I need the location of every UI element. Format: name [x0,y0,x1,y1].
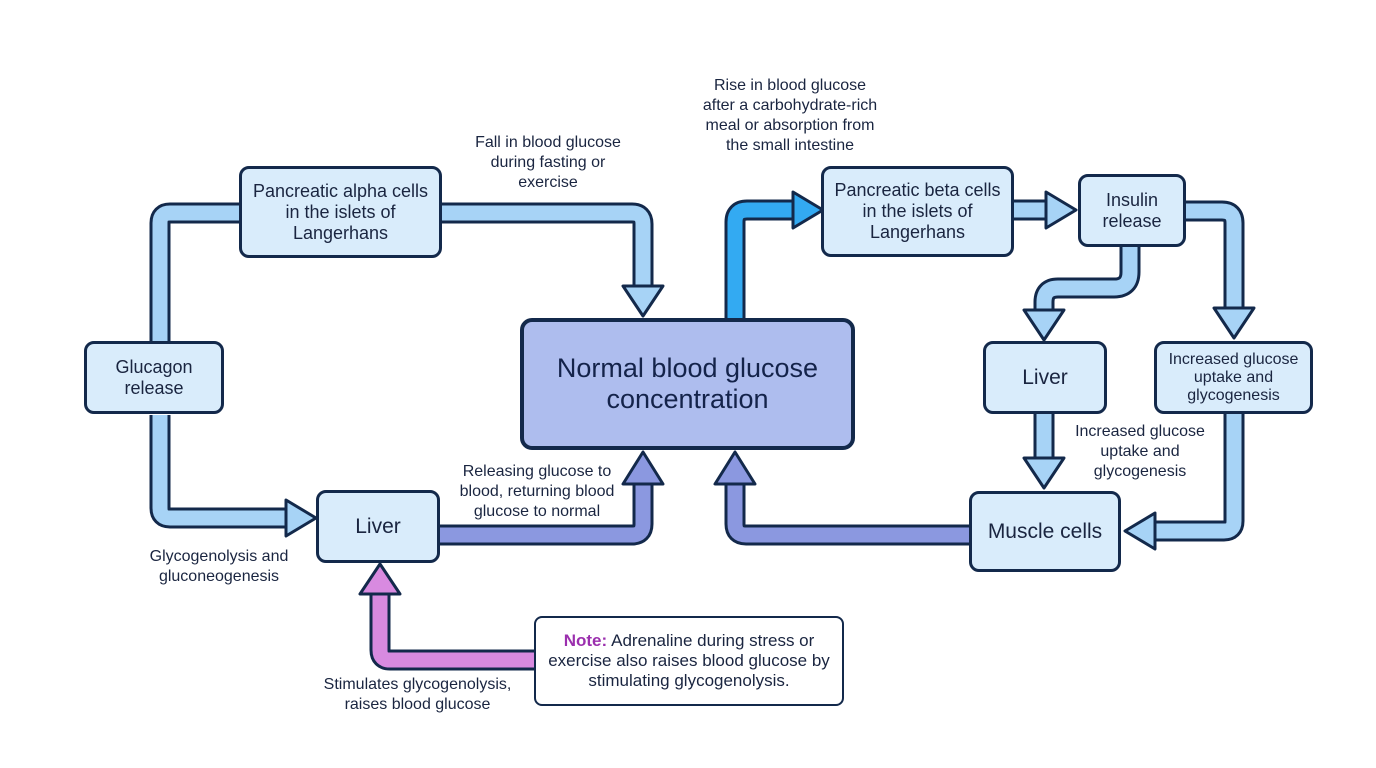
label-rise-in-blood-glucose: Rise in blood glucose after a carbohydra… [702,77,878,154]
label-glycogenolysis-gluconeogenesis: Glycogenolysis and gluconeogenesis [149,548,289,585]
glucagon-release-box: Glucagon release [84,341,224,414]
increased-glucose-uptake-box: Increased glucose uptake and glycogenesi… [1154,341,1313,414]
label-releasing-glucose: Releasing glucose to blood, returning bl… [459,463,615,520]
muscle-cells-box: Muscle cells [969,491,1121,572]
pancreatic-beta-cells-box: Pancreatic beta cells in the islets of L… [821,166,1014,257]
note-text: Adrenaline during stress or exercise als… [548,631,830,690]
label-increased-glucose-uptake: Increased glucose uptake and glycogenesi… [1075,423,1205,480]
adrenaline-note-box: Note:Adrenaline during stress or exercis… [534,616,844,706]
label-fall-in-blood-glucose: Fall in blood glucose during fasting or … [475,134,621,191]
liver-left-box: Liver [316,490,440,563]
pancreatic-alpha-cells-box: Pancreatic alpha cells in the islets of … [239,166,442,258]
insulin-release-box: Insulin release [1078,174,1186,247]
liver-right-box: Liver [983,341,1107,414]
label-stimulates-glycogenolysis: Stimulates glycogenolysis, raises blood … [323,676,512,713]
note-text-wrap: Note:Adrenaline during stress or exercis… [546,631,832,691]
normal-blood-glucose-box: Normal blood glucose concentration [520,318,855,450]
note-label: Note: [563,631,608,650]
